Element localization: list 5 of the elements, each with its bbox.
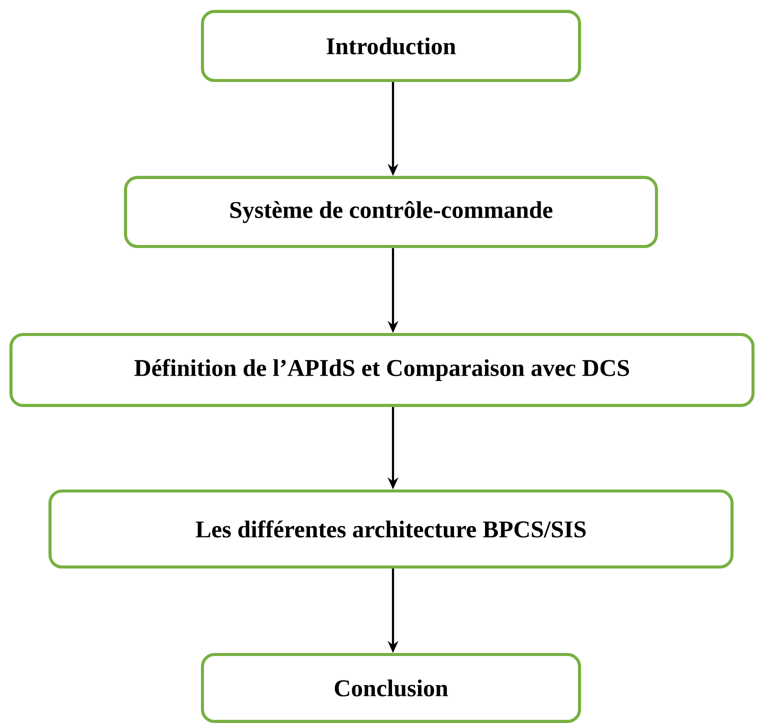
process-box: Les différentes architecture BPCS/SIS bbox=[48, 489, 734, 569]
process-box: Introduction bbox=[200, 10, 582, 82]
process-box: Définition de l’APIdS et Comparaison avec DCS bbox=[9, 333, 755, 407]
process-box: Conclusion bbox=[200, 653, 582, 723]
process-box: Système de contrôle-commande bbox=[124, 176, 658, 248]
